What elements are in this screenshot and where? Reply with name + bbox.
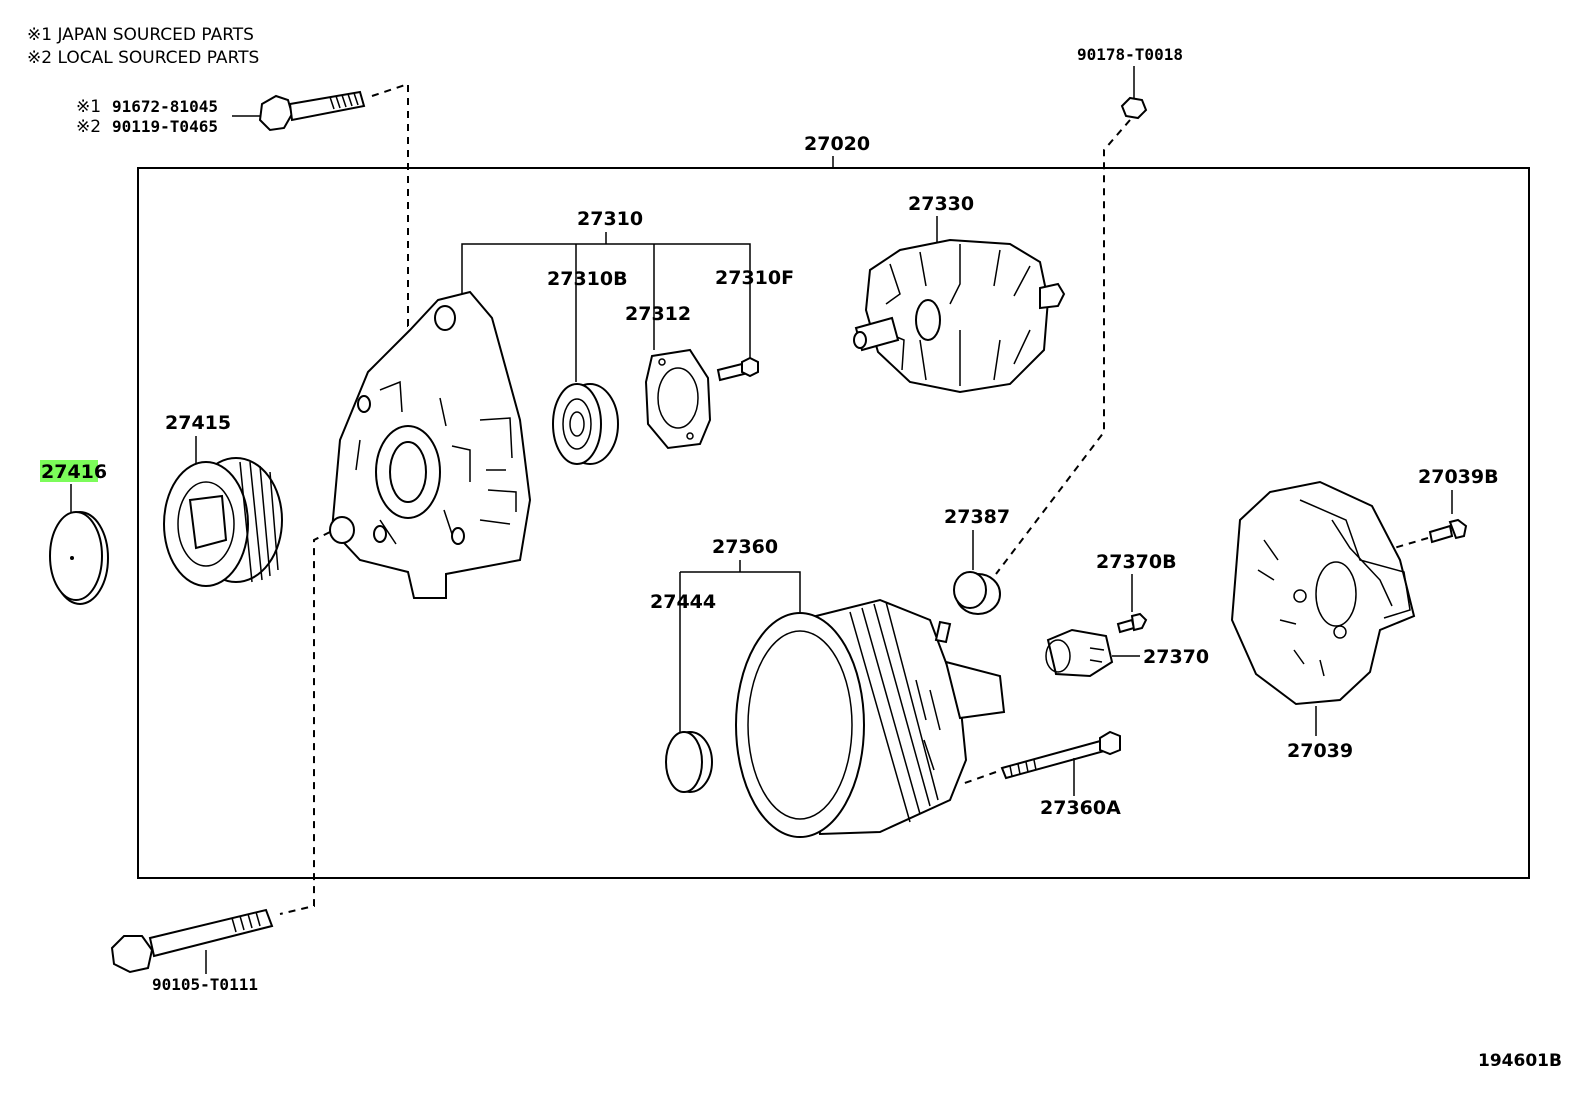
bolt-top-left: [258, 90, 366, 132]
label-91672-81045[interactable]: 91672-81045: [112, 97, 218, 116]
label-27310F[interactable]: 27310F: [715, 267, 794, 289]
label-27370[interactable]: 27370: [1143, 646, 1209, 668]
label-27370B[interactable]: 27370B: [1096, 551, 1177, 573]
bolt-27360A: [1000, 730, 1121, 780]
label-27039B[interactable]: 27039B: [1418, 466, 1499, 488]
label-27310[interactable]: 27310: [577, 208, 643, 230]
bolt-27039B: [1428, 518, 1468, 544]
label-27415[interactable]: 27415: [165, 412, 231, 434]
label-90178-T0018[interactable]: 90178-T0018: [1077, 45, 1183, 64]
label-27444[interactable]: 27444: [650, 591, 716, 613]
label-27020[interactable]: 27020: [804, 133, 870, 155]
bolt-bottom-left: [110, 908, 274, 974]
label-27387[interactable]: 27387: [944, 506, 1010, 528]
screw-27310F: [716, 356, 759, 382]
note-japan-sourced: ※1 JAPAN SOURCED PARTS: [27, 25, 254, 45]
retainer-plate-27312: [644, 348, 712, 450]
label-27330[interactable]: 27330: [908, 193, 974, 215]
svg-text:※2: ※2: [76, 117, 101, 137]
screw-27370B: [1116, 612, 1148, 634]
label-27416[interactable]: 27416: [41, 461, 107, 483]
label-27360[interactable]: 27360: [712, 536, 778, 558]
label-27360A[interactable]: 27360A: [1040, 797, 1121, 819]
bushing-27387: [953, 571, 1001, 615]
drive-end-frame: [329, 290, 532, 599]
stator-27360: [735, 598, 1006, 838]
ring-27444: [665, 731, 713, 793]
bolt-top-labels: ※1 91672-81045 ※2 90119-T0465: [76, 97, 218, 137]
nut-90178: [1120, 96, 1148, 120]
assembly-frame-27020: [137, 167, 1530, 879]
highlight-27416: [40, 460, 98, 482]
svg-text:※1: ※1: [76, 97, 101, 117]
pulley-27415: [163, 457, 283, 587]
label-27039[interactable]: 27039: [1287, 740, 1353, 762]
diagram-code: 194601B: [1478, 1051, 1562, 1071]
note-local-sourced: ※2 LOCAL SOURCED PARTS: [27, 48, 259, 68]
rear-cover-27039: [1230, 480, 1416, 706]
rotor-27330: [853, 238, 1066, 394]
terminal-27370: [1045, 628, 1114, 678]
bearing-27310B: [552, 383, 619, 465]
label-27312[interactable]: 27312: [625, 303, 691, 325]
label-90105-T0111[interactable]: 90105-T0111: [152, 975, 258, 994]
label-90119-T0465[interactable]: 90119-T0465: [112, 117, 218, 136]
label-27310B[interactable]: 27310B: [547, 268, 628, 290]
cap-27416: [49, 511, 109, 605]
